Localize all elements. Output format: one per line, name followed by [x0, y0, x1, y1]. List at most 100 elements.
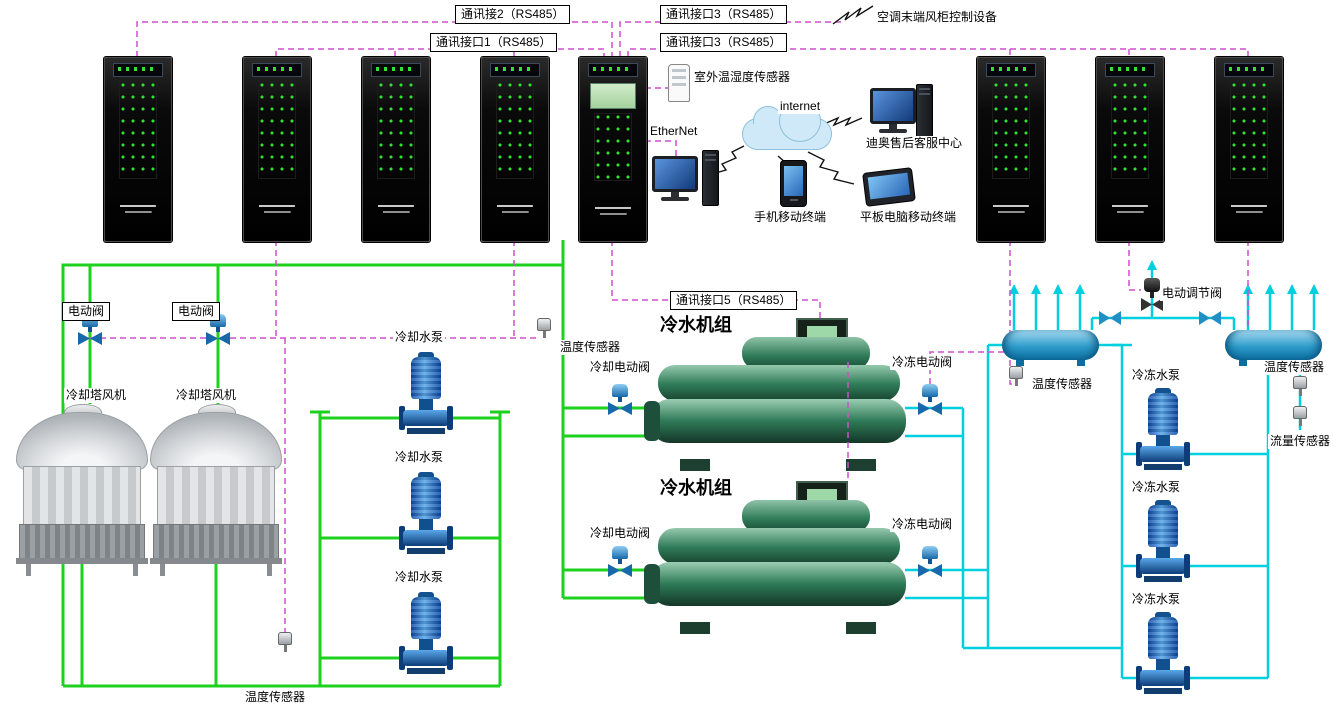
chiller-compressor	[742, 500, 870, 532]
tower-shell	[23, 466, 141, 526]
cabinet-nameplate	[254, 203, 300, 217]
label-chilled-valve-2: 冷冻电动阀	[890, 517, 955, 532]
cabinet-indicator-strip	[113, 63, 163, 77]
cabinet-nameplate	[988, 203, 1034, 217]
label-temp-sensor-supply: 温度传感器	[1030, 377, 1095, 392]
valve-actuator	[922, 384, 938, 397]
label-chiller-2: 冷水机组	[658, 478, 734, 498]
temperature-sensor-icon-supply	[1008, 366, 1024, 386]
chiller-foot	[846, 459, 876, 471]
label-chilled-valve-1: 冷冻电动阀	[890, 355, 955, 370]
outdoor-temp-humidity-sensor-icon	[668, 64, 690, 102]
pump-volute	[403, 530, 449, 546]
cabinet-led-panel	[258, 81, 296, 179]
chiller-evaporator-vessel	[650, 562, 906, 606]
temperature-sensor-icon-bottom	[277, 632, 293, 652]
valve-actuator	[1144, 278, 1160, 292]
label-tablet-terminal: 平板电脑移动终端	[858, 210, 959, 225]
label-tower-fan-1: 冷却塔风机	[64, 388, 129, 403]
pump-motor	[1148, 505, 1178, 547]
tower-dome	[16, 412, 148, 470]
cabinet-indicator-strip	[588, 63, 638, 77]
control-cabinet-7	[1096, 57, 1164, 242]
label-ethernet: EtherNet	[648, 124, 700, 139]
cabinet-nameplate	[492, 203, 538, 217]
ethernet-pc-tower-icon	[702, 150, 719, 206]
chiller-foot	[680, 622, 710, 634]
chiller-foot	[680, 459, 710, 471]
cabinet-led-panel	[377, 81, 415, 179]
label-regulating-valve: 电动调节阀	[1160, 286, 1225, 301]
monitor-screen	[870, 88, 916, 124]
label-ahu-terminal: 空调末端风柜控制设备	[875, 10, 1000, 25]
label-motor-valve-2: 电动阀	[172, 302, 221, 321]
cooling-motor-valve-2	[607, 546, 633, 577]
tower-air-inlet-grille	[19, 524, 145, 560]
control-cabinet-6	[977, 57, 1045, 242]
service-center-pc-tower-icon	[916, 84, 933, 138]
cabinet-led-panel	[1111, 81, 1149, 179]
internet-cloud-icon	[742, 100, 832, 150]
cabinet-nameplate	[373, 203, 419, 217]
label-mobile-terminal: 手机移动终端	[752, 210, 829, 225]
tower-air-inlet-grille	[153, 524, 279, 560]
cabinet-indicator-strip	[371, 63, 421, 77]
chiller-foot	[846, 622, 876, 634]
valve-actuator	[612, 546, 628, 559]
controller-lcd-screen	[590, 83, 636, 109]
flow-sensor-icon	[1292, 406, 1308, 426]
pump-motor	[1148, 617, 1178, 659]
label-chilled-pump-3: 冷冻水泵	[1130, 592, 1183, 607]
chilled-motor-valve-1	[917, 384, 943, 415]
pump-volute	[403, 650, 449, 666]
chilled-water-pump-1	[1136, 388, 1190, 476]
main-controller-cabinet	[579, 57, 647, 242]
tower-legs	[26, 564, 138, 576]
cabinet-indicator-strip	[490, 63, 540, 77]
pump-motor	[411, 357, 441, 399]
chiller-end-cap	[644, 564, 660, 604]
chilled-water-pump-2	[1136, 500, 1190, 588]
manual-valve-icon	[1199, 311, 1221, 325]
label-temp-sensor-return: 温度传感器	[1262, 360, 1327, 375]
label-cooling-pump-1: 冷却水泵	[393, 330, 446, 345]
label-internet: internet	[778, 99, 823, 114]
cabinet-indicator-strip	[1105, 63, 1155, 77]
control-cabinet-8	[1215, 57, 1283, 242]
temperature-sensor-icon-return	[1292, 376, 1308, 396]
cooling-water-pump-3	[399, 592, 453, 680]
cabinet-led-panel	[594, 113, 632, 181]
cabinet-nameplate	[1226, 203, 1272, 217]
label-cooling-pump-3: 冷却水泵	[393, 570, 446, 585]
cooling-tower-2	[150, 404, 282, 576]
label-tower-fan-2: 冷却塔风机	[174, 388, 239, 403]
cabinet-indicator-strip	[252, 63, 302, 77]
pump-volute	[1140, 558, 1186, 574]
valve-body	[918, 402, 942, 415]
control-cabinet-1	[104, 57, 172, 242]
control-cabinet-3	[362, 57, 430, 242]
label-motor-valve-1: 电动阀	[62, 302, 111, 321]
pump-volute	[1140, 670, 1186, 686]
cooling-motor-valve-1	[607, 384, 633, 415]
tower-dome	[150, 412, 282, 470]
ethernet-pc-monitor-icon	[652, 156, 698, 201]
service-center-pc-monitor-icon	[870, 88, 916, 133]
cabinet-indicator-strip	[986, 63, 1036, 77]
valve-actuator	[612, 384, 628, 397]
pump-volute	[1140, 446, 1186, 462]
cooling-tower-1	[16, 404, 148, 576]
label-flow-sensor: 流量传感器	[1268, 434, 1333, 449]
phone-screen	[784, 166, 803, 196]
pump-motor	[411, 597, 441, 639]
temperature-sensor-icon-cooling	[536, 318, 552, 338]
tablet-screen	[867, 172, 911, 200]
label-temp-sensor-cooling: 温度传感器	[558, 340, 623, 355]
label-comm-link2: 通讯接2（RS485）	[455, 5, 571, 24]
pump-motor	[1148, 393, 1178, 435]
cabinet-nameplate	[1107, 203, 1153, 217]
manual-valve-icon	[1099, 311, 1121, 325]
label-comm-port3-a: 通讯接口3（RS485）	[660, 5, 788, 24]
cabinet-nameplate	[115, 203, 161, 217]
